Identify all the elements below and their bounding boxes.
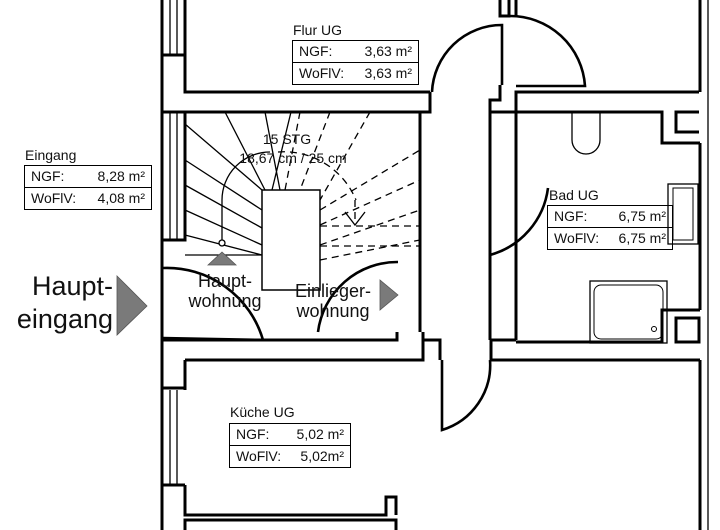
main-entrance-line1: Haupt- [31,271,113,301]
area-table-flur: NGF: 3,63 m² WoFlV: 3,63 m² [292,40,419,85]
door-flur-left [430,23,504,93]
door-einliegerwohnung [316,260,399,333]
windows [169,0,186,485]
main-entrance-arrow [116,275,148,336]
outer-walls [160,0,430,530]
room-name-kueche: Küche UG [230,404,295,420]
wofiv-label: WoFlV: [236,448,282,464]
hauptwohnung-label: Haupt- wohnung [175,271,275,311]
ngf-label: NGF: [236,426,270,442]
ngf-value: 8,28 m² [97,168,145,184]
area-table-kueche: NGF: 5,02 m² WoFlV: 5,02m² [229,423,351,468]
wofiv-value: 6,75 m² [618,230,666,246]
toilet [571,112,601,155]
entrance-arrows [116,251,399,336]
door-hauptwohnung [162,266,265,342]
doors [162,14,587,432]
hauptwohnung-line2: wohnung [188,291,262,311]
wofiv-value: 4,08 m² [97,190,145,206]
room-name-bad: Bad UG [549,187,599,203]
room-name-eingang: Eingang [25,147,77,163]
ngf-label: NGF: [31,168,65,184]
ngf-label: NGF: [299,43,333,59]
wofiv-label: WoFlV: [299,65,345,81]
hauptwohnung-arrow [206,251,238,266]
bathroom-fixtures [571,112,699,344]
wofiv-label: WoFlV: [31,190,77,206]
area-table-bad: NGF: 6,75 m² WoFlV: 6,75 m² [547,205,673,250]
einliegerwohnung-label: Einlieger- wohnung [283,281,383,321]
ngf-label: NGF: [554,208,588,224]
wofiv-label: WoFlV: [554,230,600,246]
door-kueche [440,359,492,432]
hauptwohnung-line1: Haupt- [197,271,253,291]
room-name-flur: Flur UG [293,22,342,38]
einliegerwohnung-line2: wohnung [296,301,370,321]
ngf-value: 6,75 m² [618,208,666,224]
main-entrance-label: Haupt- eingang [10,270,113,336]
stair-dimensions-label: 18,67 cm / 25 cm [239,150,347,166]
ngf-value: 3,63 m² [364,43,412,59]
door-bad [489,187,550,257]
wofiv-value: 5,02m² [300,448,344,464]
einliegerwohnung-arrow [379,279,399,311]
door-flur-right [508,14,587,88]
einliegerwohnung-line1: Einlieger- [294,281,372,301]
sink [667,183,699,245]
wofiv-value: 3,63 m² [364,65,412,81]
shower-tray [589,280,668,344]
staircase [184,111,421,291]
stair-steps-label: 15 STG [262,131,312,147]
corridor-walls [420,0,709,530]
main-entrance-line2: eingang [16,304,113,334]
ngf-value: 5,02 m² [296,426,344,442]
area-table-eingang: NGF: 8,28 m² WoFlV: 4,08 m² [24,165,152,210]
